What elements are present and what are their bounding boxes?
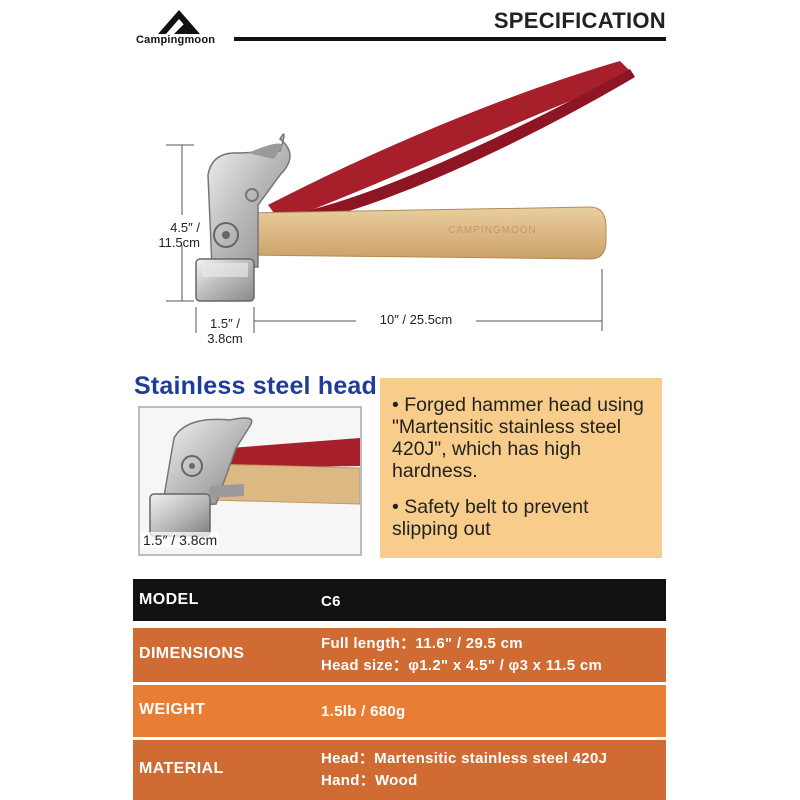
feature-box: • Forged hammer head using "Martensitic … [380, 378, 662, 558]
spec-label: MODEL [139, 591, 199, 608]
spec-value-line: Full length：11.6" / 29.5 cm [321, 635, 523, 652]
hammer-illustration: CAMPINGMOON [166, 61, 635, 333]
spec-value-line: Head size：φ1.2" x 4.5" / φ3 x 11.5 cm [321, 657, 603, 674]
detail-caption: 1.5″ / 3.8cm [141, 532, 220, 548]
spec-value: 1.5lb / 680g [321, 703, 406, 720]
detail-image-frame [138, 406, 362, 556]
dimension-height-label: 4.5″ / 11.5cm [158, 220, 200, 250]
spec-row-model: MODEL C6 [133, 579, 666, 621]
spec-row-material: MATERIAL Head：Martensitic stainless stee… [133, 740, 666, 800]
mountain-peak-icon [158, 10, 200, 34]
dimension-length-label: 10″ / 25.5cm [356, 312, 476, 327]
feature-item: • Safety belt to prevent slipping out [392, 496, 589, 540]
section-title: Stainless steel head [134, 372, 378, 400]
handle-engraving: CAMPINGMOON [448, 225, 537, 236]
spec-label: WEIGHT [139, 701, 206, 718]
feature-item: • Forged hammer head using "Martensitic … [392, 394, 644, 482]
spec-label: DIMENSIONS [139, 645, 245, 662]
spec-value-line: Head：Martensitic stainless steel 420J [321, 750, 608, 767]
header-rule [234, 37, 666, 41]
spec-value: Head：Martensitic stainless steel 420J Ha… [321, 748, 607, 792]
spec-value-line: Hand：Wood [321, 772, 418, 789]
spec-value: C6 [321, 593, 341, 610]
hammer-head-closeup [140, 408, 360, 554]
safety-strap [268, 61, 635, 227]
page-title: SPECIFICATION [493, 8, 666, 33]
spec-row-dimensions: DIMENSIONS Full length：11.6" / 29.5 cm H… [133, 628, 666, 682]
brand-logo-text: Campingmoon [136, 34, 216, 46]
dimension-guides [166, 144, 603, 333]
spec-row-weight: WEIGHT 1.5lb / 680g [133, 685, 666, 737]
spec-value: Full length：11.6" / 29.5 cm Head size：φ1… [321, 633, 602, 677]
spec-label: MATERIAL [139, 760, 224, 777]
steel-head [195, 133, 291, 302]
dimension-head-width-label: 1.5″ / 3.8cm [207, 316, 243, 346]
wooden-handle [247, 206, 607, 260]
